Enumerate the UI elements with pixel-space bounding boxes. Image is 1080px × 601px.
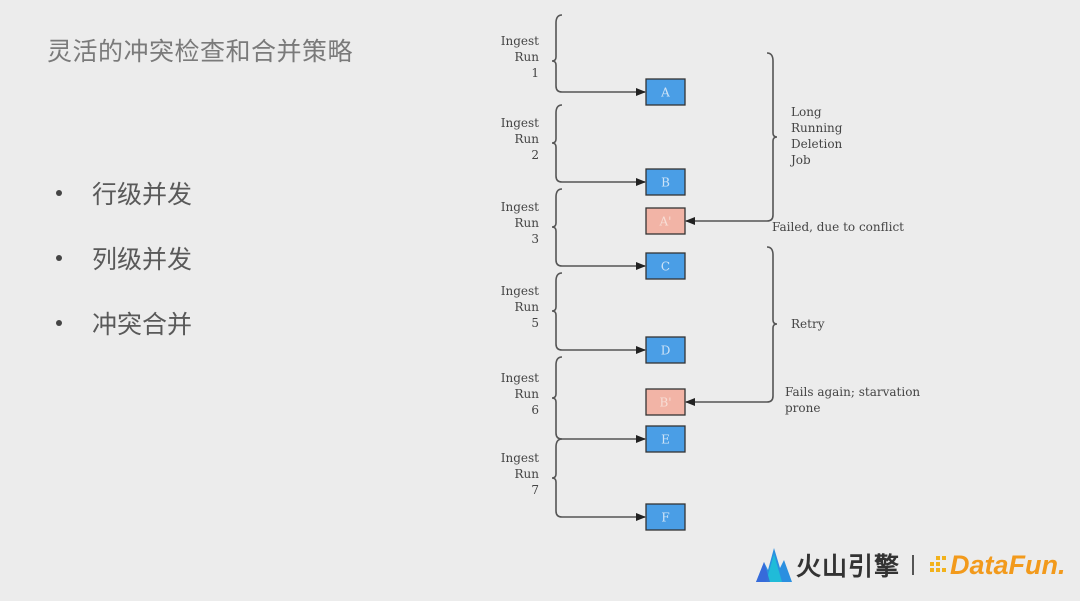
retry-brace-arrow (685, 246, 778, 406)
ingest-run-label: 7 (531, 483, 539, 497)
ingest-run-label: Run (515, 132, 540, 146)
ingest-run-brace-arrow (551, 14, 646, 96)
long-job-label: Running (791, 121, 843, 135)
ingest-run-brace-arrow (551, 356, 646, 443)
ingest-run-label: 1 (531, 66, 539, 80)
ingest-run-label: 3 (531, 232, 539, 246)
bullet-item: 冲突合并 (52, 290, 192, 355)
ingest-run-label: Ingest (501, 451, 539, 465)
bullet-dot-icon (56, 189, 62, 196)
ingest-run-label: 6 (531, 403, 539, 417)
transaction-box (645, 503, 686, 531)
logo-separator (912, 555, 915, 575)
bullet-text: 行级并发 (92, 179, 193, 209)
ingest-run-label: Run (515, 300, 540, 314)
bullet-dot-icon (56, 319, 62, 326)
transaction-box-label: B' (659, 396, 671, 410)
transaction-box (645, 336, 686, 364)
transaction-box-label: A (660, 86, 670, 100)
transaction-box-label: D (661, 344, 671, 358)
brand-datafun: DataFun. (950, 549, 1066, 580)
volcano-engine-logo-icon (756, 548, 792, 582)
ingest-run-label: Run (515, 216, 540, 230)
transaction-box (645, 78, 686, 106)
bullet-list: 行级并发 列级并发 冲突合并 (52, 160, 192, 355)
ingest-run-label: Ingest (501, 34, 539, 48)
slide-title: 灵活的冲突检查和合并策略 (47, 37, 354, 66)
ingest-run-label: Run (515, 467, 540, 481)
transaction-box-label: B (661, 176, 670, 190)
ingest-run-brace-arrow (551, 104, 646, 186)
failed-transaction-box (645, 207, 686, 235)
ingest-run-brace-arrow (551, 438, 646, 521)
ingest-run-label: 2 (531, 148, 539, 162)
bullet-dot-icon (56, 254, 62, 261)
bullet-item: 列级并发 (52, 225, 192, 290)
transaction-box-label: A' (659, 215, 672, 229)
retry-result-label: Fails again; starvation (785, 385, 920, 399)
ingest-run-label: Ingest (501, 116, 539, 130)
long-job-label: Deletion (791, 137, 843, 151)
transaction-box-label: C (661, 260, 670, 274)
ingest-run-label: Ingest (501, 371, 539, 385)
ingest-run-brace-arrow (551, 188, 646, 270)
retry-label: Retry (791, 317, 825, 331)
ingest-run-label: Ingest (501, 200, 539, 214)
retry-result-label: prone (785, 401, 820, 415)
brand-volcano-engine: 火山引擎 (796, 552, 901, 581)
ingest-run-label: Ingest (501, 284, 539, 298)
bullet-text: 列级并发 (92, 244, 193, 274)
ingest-run-label: Run (515, 50, 540, 64)
ingest-run-label: Run (515, 387, 540, 401)
ingest-run-label: 5 (531, 316, 539, 330)
long-job-brace-arrow (685, 52, 778, 225)
bullet-item: 行级并发 (52, 160, 192, 225)
bullet-text: 冲突合并 (92, 309, 193, 339)
long-job-label: Job (789, 153, 811, 167)
datafun-dots-icon (930, 556, 947, 572)
transaction-box-label: F (661, 511, 669, 525)
failed-transaction-box (645, 388, 686, 416)
ingest-run-brace-arrow (551, 272, 646, 354)
long-job-result-label: Failed, due to conflict (772, 220, 904, 234)
transaction-box-label: E (661, 433, 670, 447)
transaction-box (645, 168, 686, 196)
footer-logos: 火山引擎 DataFun. (756, 542, 1066, 588)
transaction-box (645, 425, 686, 453)
transaction-box (645, 252, 686, 280)
long-job-label: Long (791, 105, 822, 119)
